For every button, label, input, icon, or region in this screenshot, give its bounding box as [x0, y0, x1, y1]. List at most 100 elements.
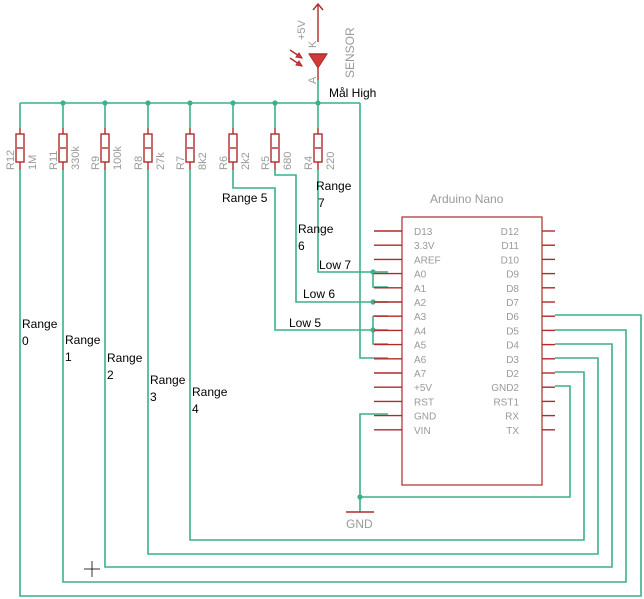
- arduino-pin-tx: TX: [506, 426, 555, 437]
- pin-label: A3: [414, 312, 427, 323]
- arduino-pin-d7: D7: [506, 298, 555, 309]
- pin-label: D7: [506, 298, 519, 309]
- pin-label: A2: [414, 298, 427, 309]
- resistor-r7: R7 8k2: [175, 128, 209, 170]
- gnd2-wire: [360, 385, 571, 498]
- photodiode-icon: [308, 53, 328, 69]
- mal-high-label: Mål High: [329, 86, 376, 100]
- range3-wire: [147, 170, 599, 555]
- pin-label: GND2: [491, 383, 519, 394]
- arduino-body: [401, 216, 543, 486]
- junction: [315, 100, 321, 106]
- ground-symbol: GND: [346, 511, 374, 531]
- arduino-pin-d10: D10: [501, 255, 555, 266]
- arduino-nano: Arduino Nano D133.3VAREFA0A1A2A3A4A5A6A7…: [374, 192, 555, 486]
- sensor-supply-label: +5V: [296, 19, 308, 40]
- gnd-wire: [359, 413, 388, 512]
- ground-label: GND: [346, 517, 373, 531]
- pin-label: RST: [414, 397, 434, 408]
- range1-label-line2: 1: [65, 350, 72, 364]
- resistor-name: R5: [260, 156, 272, 170]
- light-arrowhead-icon: [295, 52, 303, 59]
- range2-label-line1: Range: [107, 351, 143, 365]
- arduino-pin-rst: RST: [374, 397, 434, 408]
- sensor-pin-a: A: [307, 76, 319, 84]
- arduino-pin-a5: A5: [374, 341, 427, 352]
- resistor-value: 1M: [27, 155, 39, 170]
- pin-label: D5: [506, 326, 519, 337]
- resistor-name: R4: [303, 156, 315, 170]
- pin-label: A4: [414, 326, 427, 337]
- arduino-pin-d6: D6: [506, 312, 555, 323]
- resistor-name: R9: [90, 156, 102, 170]
- resistor-value: 220: [325, 152, 337, 170]
- sensor-label: SENSOR: [343, 27, 357, 78]
- arduino-pin-a0: A0: [374, 270, 427, 281]
- low6-label: Low 6: [303, 287, 335, 301]
- range5-wire: [232, 170, 373, 331]
- junctions: [60, 100, 376, 500]
- arduino-pin-33v: 3.3V: [374, 241, 435, 252]
- arduino-pin-gnd: GND: [374, 412, 436, 423]
- arduino-pin-d9: D9: [506, 270, 555, 281]
- range1-label-line1: Range: [65, 333, 101, 347]
- pin-label: 3.3V: [414, 241, 435, 252]
- pin-label: A5: [414, 341, 427, 352]
- supply-arrow-icon: [312, 2, 324, 11]
- junction: [230, 100, 236, 106]
- net-labels: Mål High Range 0 Range 1 Range 2 Range 3…: [22, 86, 376, 416]
- resistor-value: 680: [282, 152, 294, 170]
- range6-wire: [274, 170, 373, 303]
- range2-wire: [104, 170, 613, 568]
- arduino-pin-d4: D4: [506, 341, 555, 352]
- arduino-title: Arduino Nano: [430, 192, 504, 206]
- pin-label: VIN: [414, 426, 431, 437]
- low5-label: Low 5: [289, 316, 321, 330]
- resistor-name: R11: [48, 151, 60, 170]
- range0-wire: [19, 170, 642, 597]
- resistor-name: R12: [5, 150, 17, 170]
- arduino-pin-d12: D12: [501, 227, 555, 238]
- pin-label: RX: [505, 412, 519, 423]
- resistor-r5: R5 680: [260, 128, 294, 170]
- pin-label: A7: [414, 369, 427, 380]
- junction: [272, 100, 278, 106]
- arduino-pin-rx: RX: [505, 412, 555, 423]
- arduino-pin-a4: A4: [374, 326, 427, 337]
- pin-label: D4: [506, 341, 519, 352]
- pin-label: A6: [414, 355, 427, 366]
- pin-label: AREF: [414, 255, 441, 266]
- arduino-pin-aref: AREF: [374, 255, 441, 266]
- resistor-name: R7: [175, 156, 187, 170]
- pin-label: A0: [414, 270, 427, 281]
- range7-label-line2: 7: [318, 196, 325, 210]
- resistor-value: 2k2: [240, 152, 252, 170]
- range4-label-line1: Range: [192, 385, 228, 399]
- low7-label: Low 7: [319, 258, 351, 272]
- junction: [357, 494, 363, 500]
- pin-label: D6: [506, 312, 519, 323]
- pin-label: D2: [506, 369, 519, 380]
- light-arrowhead-icon: [295, 60, 303, 67]
- range2-label-line2: 2: [107, 368, 114, 382]
- junction: [370, 327, 376, 333]
- arduino-pin-d5: D5: [506, 326, 555, 337]
- resistor-r12: R12 1M: [5, 128, 39, 170]
- pin-label: TX: [506, 426, 519, 437]
- range5-label: Range 5: [222, 191, 268, 205]
- junction: [187, 100, 193, 106]
- range0-label-line2: 0: [22, 334, 29, 348]
- resistor-value: 100k: [112, 146, 124, 170]
- range7-label-line1: Range: [316, 179, 352, 193]
- range6-label-line2: 6: [298, 239, 305, 253]
- arduino-pin-a6: A6: [374, 355, 427, 366]
- resistor-value: 8k2: [197, 152, 209, 170]
- resistor-r9: R9 100k: [90, 128, 124, 170]
- range4-wire: [189, 170, 585, 541]
- range3-label-line1: Range: [150, 373, 186, 387]
- arduino-pin-gnd2: GND2: [491, 383, 555, 394]
- arduino-pin-5v: +5V: [374, 383, 432, 394]
